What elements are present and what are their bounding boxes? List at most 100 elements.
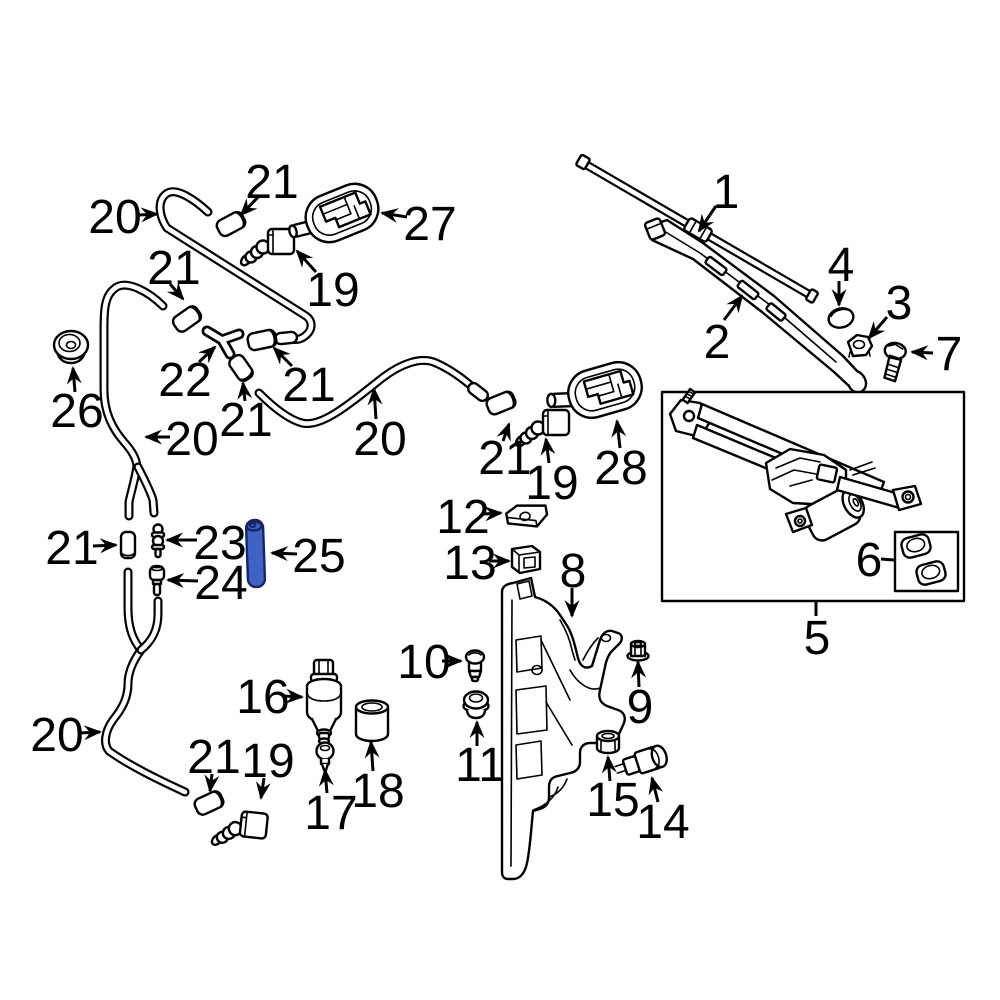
washer-pump <box>305 658 343 745</box>
motor-grommet <box>900 533 932 559</box>
part-number: 5 <box>804 612 831 665</box>
callout-21: 21 <box>45 522 118 575</box>
pivot-cap <box>827 307 855 329</box>
callout-21: 21 <box>219 381 273 447</box>
reservoir-nut <box>626 639 650 662</box>
callout-16: 16 <box>236 671 304 724</box>
part-number: 13 <box>443 537 496 590</box>
callout-21: 21 <box>239 156 299 217</box>
part-number: 22 <box>158 354 211 407</box>
callout-26: 26 <box>50 366 104 438</box>
wiper-blade <box>575 153 819 304</box>
part-number: 19 <box>306 264 359 317</box>
callout-21: 21 <box>187 731 241 793</box>
hose-end-sleeve <box>466 381 490 403</box>
part-number: 21 <box>147 242 200 295</box>
callout-2: 2 <box>704 294 744 369</box>
callout-20: 20 <box>30 709 102 762</box>
part-number: 21 <box>478 432 531 485</box>
callout-19: 19 <box>241 735 295 800</box>
part-number: 21 <box>187 731 240 784</box>
washer-hose-middle <box>254 355 482 429</box>
sensor-grommet <box>595 729 621 755</box>
washer-hose-left <box>99 280 168 521</box>
hose-coupler <box>171 305 203 333</box>
part-number: 23 <box>193 517 246 570</box>
callout-23: 23 <box>165 517 247 570</box>
part-number: 21 <box>282 359 335 412</box>
y-connector <box>201 325 245 360</box>
part-number: 9 <box>627 681 654 734</box>
part-number: 24 <box>194 557 247 610</box>
part-number: 2 <box>704 316 731 369</box>
hose-coupler <box>193 790 225 816</box>
callout-13: 13 <box>443 537 511 590</box>
callout-20: 20 <box>353 387 407 466</box>
part-number: 7 <box>936 328 963 381</box>
pivot-nut <box>846 333 874 358</box>
callout-28: 28 <box>594 419 648 495</box>
part-number: 1 <box>713 166 740 219</box>
callout-6: 6 <box>856 534 895 587</box>
callout-14: 14 <box>636 776 690 849</box>
part-number: 20 <box>165 413 218 466</box>
hose-coupler <box>119 530 137 560</box>
callout-22: 22 <box>158 345 217 407</box>
callout-19: 19 <box>525 437 579 510</box>
callout-1: 1 <box>697 166 740 233</box>
elbow-connector <box>210 810 269 847</box>
part-number: 19 <box>241 735 294 788</box>
callout-24: 24 <box>166 557 248 610</box>
hose-end-sleeve <box>273 330 299 346</box>
connector-24 <box>148 564 166 597</box>
callout-20: 20 <box>88 191 159 244</box>
part-number: 26 <box>50 385 103 438</box>
connector-23 <box>150 523 166 559</box>
callout-10: 10 <box>397 636 463 689</box>
part-number: 15 <box>586 774 639 827</box>
reservoir-holder <box>510 544 542 575</box>
part-number: 12 <box>436 491 489 544</box>
callout-18: 18 <box>351 740 405 818</box>
part-number: 27 <box>403 198 456 251</box>
washer-hose-top <box>155 187 316 344</box>
callout-11: 11 <box>455 720 505 792</box>
hose-coupler <box>215 210 247 238</box>
callout-12: 12 <box>436 491 503 544</box>
part-number: 21 <box>245 156 298 209</box>
washer-hose-bottom <box>101 567 190 797</box>
part-number: 11 <box>455 739 505 792</box>
washer-nozzle-right <box>546 360 643 420</box>
washer-reservoir <box>500 576 626 881</box>
callout-9: 9 <box>627 660 654 734</box>
callout-8: 8 <box>560 545 586 618</box>
callout-20: 20 <box>144 413 219 466</box>
reservoir-bracket <box>505 504 549 528</box>
callout-21: 21 <box>478 422 532 485</box>
part-number: 19 <box>525 457 578 510</box>
washer-nozzle-top <box>288 182 380 244</box>
mount-bolt <box>883 341 907 383</box>
wiper-arm <box>643 217 868 394</box>
highlighted-hose-segment <box>244 518 267 589</box>
callout-7: 7 <box>910 328 963 381</box>
part-number: 28 <box>594 442 647 495</box>
part-number: 21 <box>45 522 98 575</box>
grommet-26 <box>52 329 90 365</box>
part-number: 20 <box>353 413 406 466</box>
wiper-motor-assembly <box>660 387 966 603</box>
part-number: 17 <box>304 787 357 840</box>
callout-21: 21 <box>147 242 201 301</box>
part-number: 4 <box>828 239 855 292</box>
reservoir-grommet <box>462 690 490 720</box>
part-number: 10 <box>397 636 450 689</box>
part-number: 14 <box>636 796 689 849</box>
callout-4: 4 <box>828 239 855 307</box>
part-number: 20 <box>88 191 141 244</box>
elbow-connector <box>239 227 296 267</box>
callout-17: 17 <box>304 768 358 840</box>
part-number: 20 <box>30 709 83 762</box>
